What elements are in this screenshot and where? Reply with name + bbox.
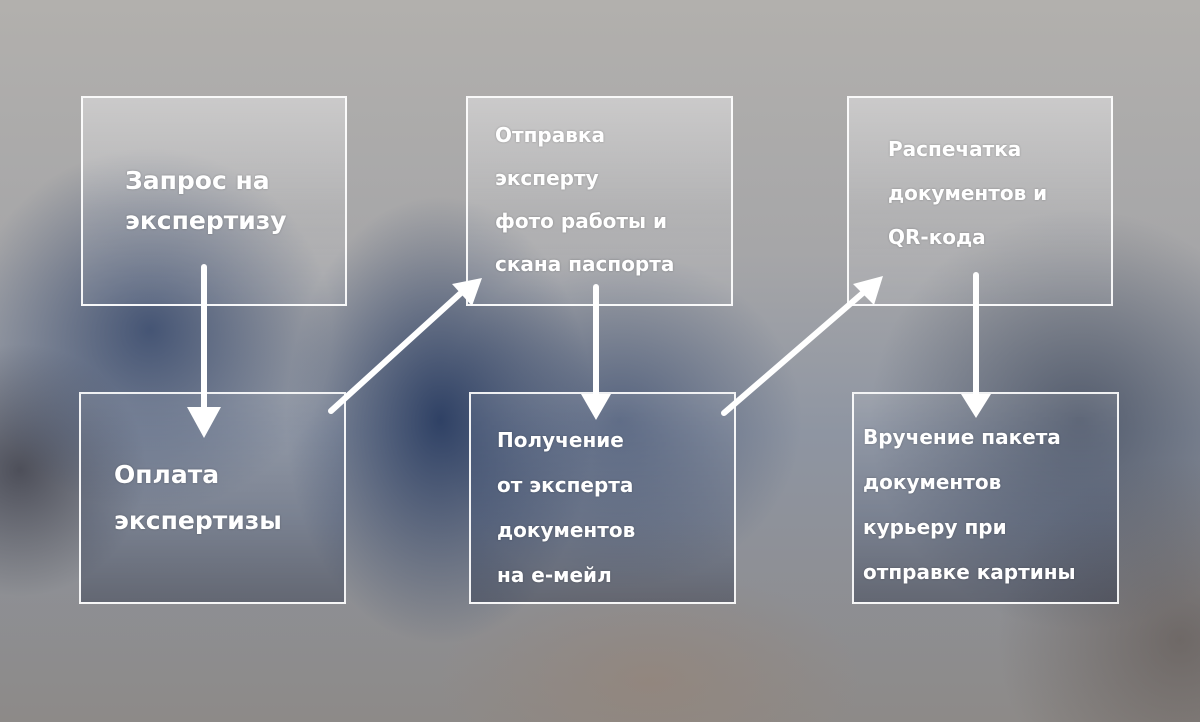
step-courier-handover-text: Вручение пакета документов курьеру при о… <box>863 425 1076 584</box>
step-request-box: Запрос на экспертизу <box>81 96 347 306</box>
step-payment-text: Оплата экспертизы <box>114 460 282 535</box>
arrow-payment-to-send-photo <box>328 289 465 414</box>
arrow-head-down-3 <box>961 394 991 418</box>
step-send-photo-box: Отправка эксперту фото работы и скана па… <box>466 96 733 306</box>
step-receive-documents-text: Получение от эксперта документов на е-ме… <box>497 428 636 587</box>
step-send-photo-text: Отправка эксперту фото работы и скана па… <box>495 123 675 276</box>
arrow-head-up-right-1 <box>452 278 482 306</box>
step-print-documents-box: Распечатка документов и QR-кода <box>847 96 1113 306</box>
arrow-head-down-1 <box>187 407 221 438</box>
step-courier-handover-box: Вручение пакета документов курьеру при о… <box>852 392 1119 604</box>
step-request-text: Запрос на экспертизу <box>125 166 287 235</box>
arrow-head-down-2 <box>581 394 611 420</box>
arrow-receive-to-print <box>721 289 867 416</box>
step-print-documents-text: Распечатка документов и QR-кода <box>888 137 1048 249</box>
step-payment-box: Оплата экспертизы <box>79 392 346 604</box>
step-receive-documents-box: Получение от эксперта документов на е-ме… <box>469 392 736 604</box>
arrow-head-up-right-2 <box>853 276 883 305</box>
